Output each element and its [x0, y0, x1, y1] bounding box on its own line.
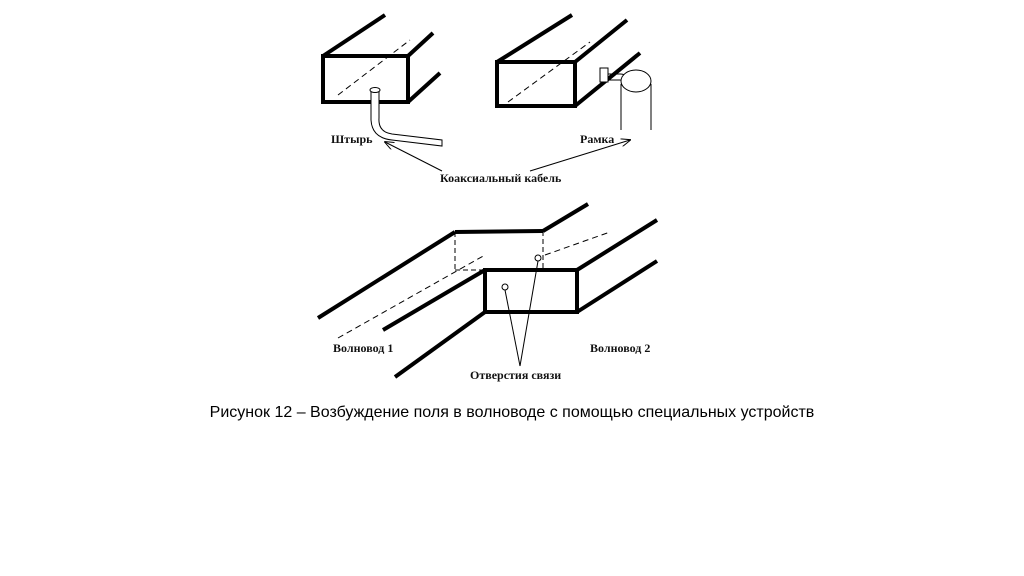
waveguide-1-axis-dashed	[337, 254, 486, 339]
figure-caption: Рисунок 12 – Возбуждение поля в волновод…	[209, 404, 815, 421]
waveguide-1-label: Волновод 1	[333, 341, 393, 355]
coupling-hole	[534, 254, 542, 262]
waveguide-2-label: Волновод 2	[590, 341, 650, 355]
coupling-holes-label: Отверстия связи	[470, 368, 561, 382]
waveguide-edge	[321, 13, 387, 58]
arrow-to-pin	[385, 142, 443, 172]
waveguide-2-edge	[575, 259, 659, 314]
waveguide-pin-excitation: Штырь	[321, 13, 443, 147]
waveguide-1-edge	[541, 202, 590, 233]
waveguide-1-axis-dashed	[544, 231, 611, 256]
waveguide-edge	[406, 71, 442, 104]
waveguide-axis-dashed	[337, 39, 411, 96]
coax-cable-callout: Коаксиальный кабель	[385, 140, 630, 185]
loop-label: Рамка	[580, 132, 614, 146]
pin-label: Штырь	[331, 132, 373, 146]
coupling-pointer	[504, 289, 521, 367]
waveguide-1-edge	[381, 268, 487, 332]
coupling-pointer	[519, 260, 539, 367]
waveguide-axis-dashed	[507, 41, 591, 103]
coax-cable-label: Коаксиальный кабель	[440, 171, 562, 185]
waveguide-cross-section	[495, 60, 577, 108]
arrow-to-loop	[529, 140, 630, 172]
waveguide-1-edge	[454, 229, 544, 234]
waveguide-1-edge	[316, 230, 457, 320]
pin-probe	[369, 87, 443, 147]
waveguide-2-cross-section	[483, 268, 579, 314]
waveguide-2-edge	[575, 218, 659, 272]
waveguide-cross-section	[321, 54, 410, 104]
waveguide-2-edge	[393, 310, 487, 379]
coupling-hole	[501, 283, 509, 291]
waveguide-edge	[495, 13, 574, 64]
waveguide-loop-excitation: Рамка	[495, 13, 652, 146]
coupled-waveguides: Волновод 1 Волновод 2 Отверстия связи	[316, 202, 659, 382]
loop-coupler	[599, 67, 652, 130]
waveguide-edge	[406, 31, 435, 58]
waveguide-edge	[573, 18, 629, 64]
